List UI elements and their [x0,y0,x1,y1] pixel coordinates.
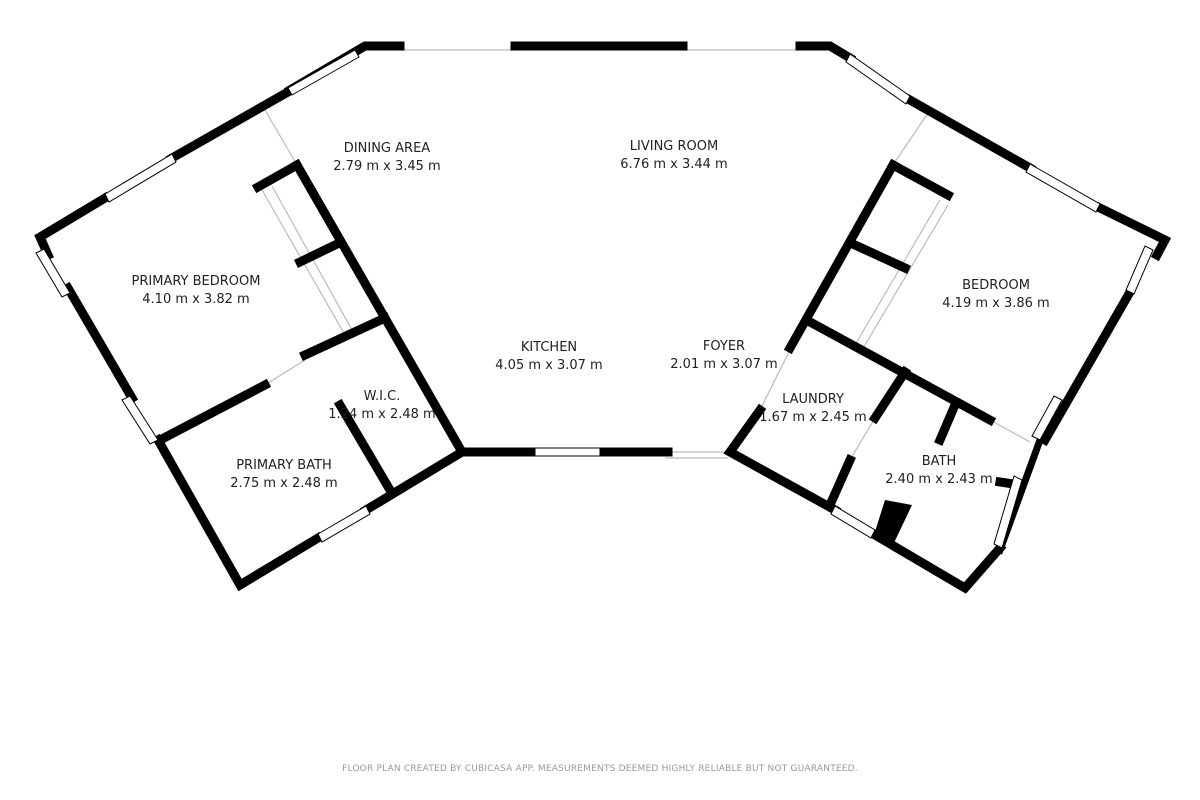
room-label-laundry: LAUNDRY 1.67 m x 2.45 m [759,391,866,427]
room-name: W.I.C. [363,389,401,404]
room-name: PRIMARY BATH [236,458,332,473]
room-label-foyer: FOYER 2.01 m x 3.07 m [670,338,777,374]
room-name: LAUNDRY [782,392,844,407]
room-label-wic: W.I.C. 1.24 m x 2.48 m [328,388,435,424]
room-label-bedroom: BEDROOM 4.19 m x 3.86 m [942,277,1049,313]
room-size: 2.75 m x 2.48 m [230,476,338,491]
room-name: PRIMARY BEDROOM [131,274,261,289]
room-name: DINING AREA [343,141,431,156]
window [830,505,876,539]
room-size: 4.05 m x 3.07 m [495,358,603,373]
walls [34,41,1172,594]
window [35,248,71,298]
window [121,395,159,445]
room-size: 2.40 m x 2.43 m [885,472,993,487]
window [287,49,360,96]
room-name: LIVING ROOM [629,139,719,154]
window [104,153,177,203]
window [1031,395,1063,441]
window [1125,245,1154,295]
window [845,53,911,105]
room-name: FOYER [702,339,746,354]
room-name: KITCHEN [520,340,578,355]
room-size: 2.01 m x 3.07 m [670,357,778,372]
room-size: 4.19 m x 3.86 m [942,296,1050,311]
room-label-dining-area: DINING AREA 2.79 m x 3.45 m [333,140,440,176]
room-size: 2.79 m x 3.45 m [333,159,441,174]
room-size: 6.76 m x 3.44 m [620,157,728,172]
room-label-kitchen: KITCHEN 4.05 m x 3.07 m [495,339,602,375]
room-name: BEDROOM [962,278,1030,293]
room-label-primary-bedroom: PRIMARY BEDROOM 4.10 m x 3.82 m [132,273,261,309]
window [1025,163,1101,213]
room-size: 1.67 m x 2.45 m [759,410,867,425]
room-label-living-room: LIVING ROOM 6.76 m x 3.44 m [620,138,727,174]
window [993,475,1023,549]
window [534,447,601,457]
room-size: 4.10 m x 3.82 m [142,292,250,307]
window [317,505,371,543]
disclaimer-footer: FLOOR PLAN CREATED BY CUBICASA APP. MEAS… [342,764,858,774]
room-label-bath: BATH 2.40 m x 2.43 m [885,453,992,489]
room-name: BATH [921,454,957,469]
windows [35,49,1154,549]
room-size: 1.24 m x 2.48 m [328,407,436,422]
room-label-primary-bath: PRIMARY BATH 2.75 m x 2.48 m [230,457,337,493]
